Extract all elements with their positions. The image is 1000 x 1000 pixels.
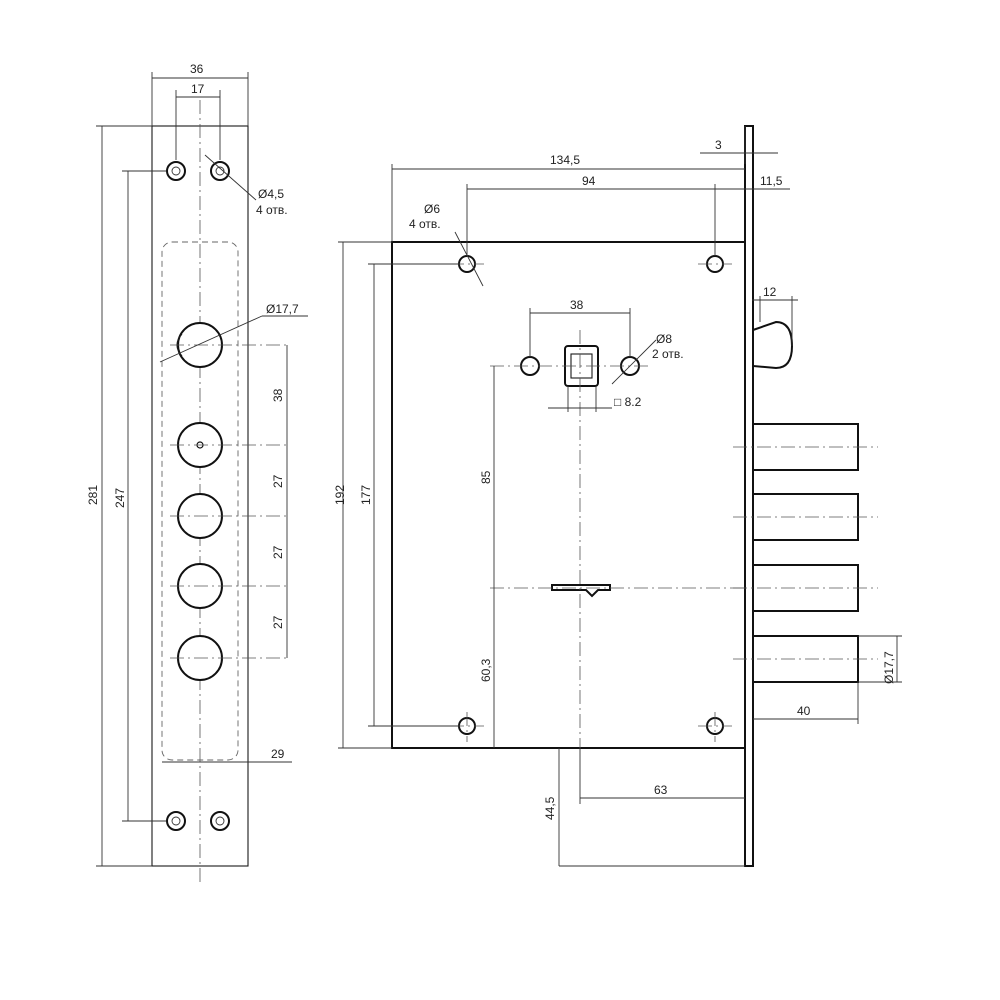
bolt-holes	[176, 322, 223, 681]
dim-body-height: 192	[333, 485, 347, 505]
front-plate-view: 36 17 Ø4,5 4 отв. Ø17,7 281 247 38 27 27…	[86, 62, 308, 882]
lock-bolts	[733, 423, 878, 683]
callout-spindle-count: 2 отв.	[652, 347, 684, 361]
dim-spacing-3: 27	[271, 545, 285, 559]
dim-key-offset: 63	[654, 783, 668, 797]
screw-hole-bottom-right	[210, 811, 230, 831]
dim-bolt-throw: 40	[797, 704, 811, 718]
callout-screw-dia: Ø4,5	[258, 187, 284, 201]
dim-plate-thickness: 3	[715, 138, 722, 152]
callout-cylinder-dia: Ø17,7	[266, 302, 299, 316]
dim-plate-width: 36	[190, 62, 204, 76]
lock-body-outline	[391, 241, 746, 749]
dim-spacing-1: 38	[271, 388, 285, 402]
lock-faceplate-side	[744, 125, 754, 867]
callout-spindle-dia: Ø8	[656, 332, 672, 346]
dim-spindle-spacing: 38	[570, 298, 584, 312]
dim-bottom-offset: 44,5	[543, 796, 557, 820]
dim-square-spindle: □ 8.2	[614, 395, 642, 409]
dim-bolt-dia: Ø17,7	[882, 651, 896, 684]
callout-screw-count: 4 отв.	[256, 203, 288, 217]
lock-body-view: 134,5 3 94 11,5 Ø6 4 отв. 38 Ø8 2 отв. □…	[333, 125, 902, 867]
dim-spacing-4: 27	[271, 615, 285, 629]
key-slot	[551, 584, 611, 598]
dim-screw-span: 247	[113, 488, 127, 508]
dim-plate-offset: 11,5	[760, 174, 783, 188]
screw-hole-top-left	[166, 161, 186, 181]
dim-spacing-2: 27	[271, 474, 285, 488]
dim-spindle-to-key: 85	[479, 470, 493, 484]
dim-mount-spacing: 94	[582, 174, 596, 188]
screw-hole-top-right	[210, 161, 230, 181]
dim-plate-height: 281	[86, 485, 100, 505]
callout-mount-count: 4 отв.	[409, 217, 441, 231]
dim-screw-spacing: 17	[191, 82, 205, 96]
screw-hole-bottom-left	[166, 811, 186, 831]
callout-mount-dia: Ø6	[424, 202, 440, 216]
dim-inner-width: 29	[271, 747, 285, 761]
latch-bolt	[752, 320, 794, 370]
dim-backset-total: 134,5	[550, 153, 580, 167]
dim-holes-span: 177	[359, 485, 373, 505]
screw-holes	[166, 161, 230, 831]
spindle-group	[490, 345, 650, 387]
dim-latch-width: 12	[763, 285, 777, 299]
dim-key-to-holes: 60,3	[479, 658, 493, 682]
front-plate-recess	[161, 241, 239, 761]
